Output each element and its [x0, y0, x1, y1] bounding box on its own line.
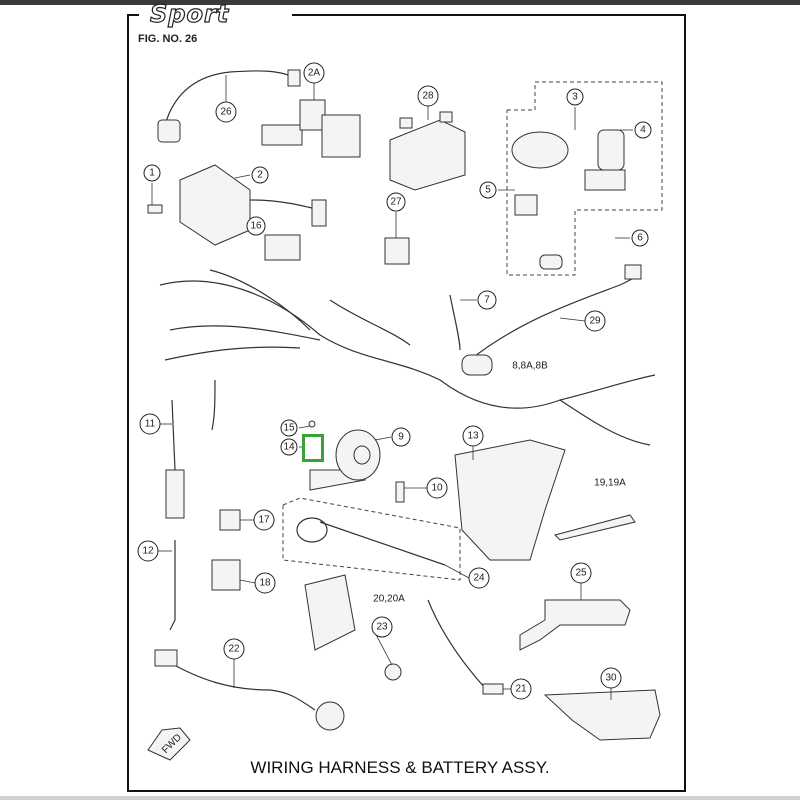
callout-29: 29	[584, 310, 606, 332]
svg-text:7: 7	[484, 295, 490, 306]
highlight-box-part-14	[302, 434, 324, 462]
callout-21: 21	[510, 678, 532, 700]
part-13-battery-tray	[454, 439, 566, 561]
part-27-relay	[384, 237, 410, 265]
callout-2: 2	[251, 166, 269, 184]
svg-text:2: 2	[257, 170, 263, 181]
label-19-19A: 19,19A	[594, 478, 626, 489]
callout-22: 22	[223, 638, 245, 660]
callout-15: 15	[280, 419, 298, 437]
fwd-arrow: FWD	[147, 727, 191, 761]
part-3-5-ignition-switch	[506, 81, 663, 276]
svg-text:3: 3	[572, 92, 578, 103]
part-30-guard	[543, 689, 661, 741]
part-21-o2-sensor	[427, 599, 504, 695]
callout-18: 18	[254, 572, 276, 594]
frame-edge	[292, 14, 684, 16]
part-19-connector	[554, 514, 636, 541]
svg-text:28: 28	[422, 91, 434, 102]
part-17-relay	[219, 509, 241, 531]
part-8-main-harness	[159, 269, 656, 446]
callout-11: 11	[139, 413, 161, 435]
part-23-screw	[384, 663, 402, 681]
svg-text:13: 13	[467, 431, 479, 442]
svg-text:27: 27	[390, 197, 402, 208]
svg-text:14: 14	[283, 442, 295, 453]
callout-27: 27	[386, 192, 406, 212]
callout-7: 7	[477, 290, 497, 310]
callout-4: 4	[634, 121, 652, 139]
callout-12: 12	[137, 540, 159, 562]
part-24-cable-tie	[282, 497, 461, 581]
part-25-bracket	[519, 599, 631, 651]
part-9-horn	[308, 420, 381, 491]
svg-text:10: 10	[431, 483, 443, 494]
svg-text:12: 12	[142, 546, 154, 557]
svg-text:30: 30	[605, 673, 617, 684]
part-12-spring	[169, 540, 176, 631]
callout-16: 16	[246, 216, 266, 236]
callout-25: 25	[570, 562, 592, 584]
callout-13: 13	[462, 425, 484, 447]
part-28-battery	[389, 111, 466, 191]
callout-26: 26	[215, 101, 237, 123]
svg-text:29: 29	[589, 316, 601, 327]
callout-14: 14	[280, 438, 298, 456]
label-8-8A-8B: 8,8A,8B	[512, 361, 548, 372]
svg-text:11: 11	[145, 419, 156, 430]
callout-3: 3	[566, 88, 584, 106]
svg-text:16: 16	[250, 221, 262, 232]
svg-text:24: 24	[473, 573, 485, 584]
part-22-sensor-cable	[154, 649, 345, 731]
bottom-bar	[0, 796, 800, 800]
callout-30: 30	[600, 667, 622, 689]
svg-text:4: 4	[640, 125, 646, 136]
figure-number: FIG. NO. 26	[138, 33, 198, 45]
part-18-connector	[211, 559, 241, 591]
diagram-title: WIRING HARNESS & BATTERY ASSY.	[250, 758, 550, 777]
svg-text:15: 15	[283, 423, 295, 434]
callout-6: 6	[631, 229, 649, 247]
callout-9: 9	[391, 427, 411, 447]
svg-text:21: 21	[515, 684, 527, 695]
label-20-20A: 20,20A	[373, 594, 405, 605]
part-11-switch	[165, 399, 185, 519]
svg-text:5: 5	[485, 185, 491, 196]
callout-1: 1	[143, 164, 161, 182]
svg-text:1: 1	[149, 168, 155, 179]
part-20-ecu	[304, 574, 356, 651]
svg-text:25: 25	[575, 568, 587, 579]
callout-23: 23	[371, 616, 393, 638]
svg-text:17: 17	[258, 515, 270, 526]
callout-10: 10	[426, 477, 448, 499]
callout-24: 24	[468, 567, 490, 589]
svg-text:9: 9	[398, 432, 404, 443]
part-2A-regulator	[261, 99, 361, 158]
svg-text:18: 18	[259, 578, 271, 589]
svg-text:26: 26	[220, 107, 232, 118]
diagram-frame	[127, 14, 686, 792]
part-26-sensor	[157, 69, 301, 143]
callout-2A: 2A	[303, 62, 325, 84]
part-16-relay	[264, 234, 301, 261]
part-29-speed-sensor	[461, 264, 642, 376]
callout-28: 28	[417, 85, 439, 107]
top-bar	[0, 0, 800, 5]
part-2-cdi-unit	[179, 164, 327, 246]
svg-text:2A: 2A	[308, 68, 321, 79]
part-1-bolt	[147, 204, 163, 214]
frame-edge	[127, 14, 139, 16]
callout-5: 5	[479, 181, 497, 199]
callout-17: 17	[253, 509, 275, 531]
sport-logo: Sport	[149, 0, 230, 29]
svg-text:6: 6	[637, 233, 643, 244]
part-10-bolt	[395, 481, 405, 503]
svg-text:22: 22	[228, 644, 240, 655]
svg-text:23: 23	[376, 622, 388, 633]
